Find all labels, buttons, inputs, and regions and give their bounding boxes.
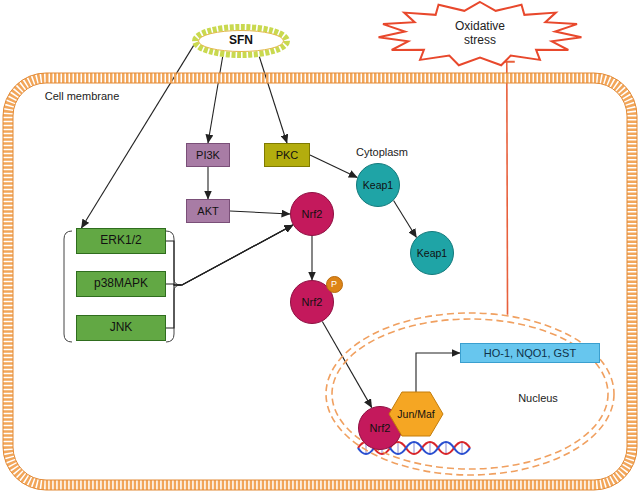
activation-arrow (207, 167, 208, 199)
node-label: PI3K (196, 149, 220, 162)
bracket-left (64, 231, 72, 342)
node-label: Keap1 (363, 179, 393, 191)
nucleus-outline: HO-1, NQO1, GST Nrf2 Jun/Maf Nucleus (325, 312, 615, 476)
kinase-box: PI3K (186, 143, 230, 167)
label-slot: Cell membrane (45, 90, 120, 103)
kinase-box: PKC (264, 143, 310, 167)
dna-rung (446, 443, 447, 453)
stress-starburst: Oxidative stress (377, 1, 583, 67)
mapk-box: ERK1/2 (76, 228, 166, 254)
activation-arrow (259, 57, 287, 143)
starburst-outline (379, 2, 582, 65)
kinase-box: AKT (186, 199, 230, 223)
node-label: SFN (229, 34, 253, 48)
circle-outline (411, 232, 454, 275)
label-slot: Cytoplasm (356, 146, 408, 159)
bead-ring (195, 27, 287, 55)
activation-arrow (166, 225, 293, 285)
circle-outline (326, 276, 342, 292)
nuclear-envelope-outer (326, 313, 614, 475)
activation-arrow (230, 211, 290, 214)
activation-arrow (310, 155, 357, 177)
label-slot: Nucleus (518, 392, 558, 405)
dna-rung (430, 443, 431, 453)
node-label: PKC (276, 149, 299, 162)
node-label: Keap1 (417, 247, 447, 259)
node-outline (325, 312, 615, 476)
node-label: Oxidative stress (447, 20, 513, 48)
node-label: AKT (197, 205, 218, 218)
node-label: JNK (110, 321, 133, 335)
activation-arrow (166, 225, 293, 285)
protein-circle: Keap1 (356, 163, 400, 207)
dna-rung (398, 443, 399, 453)
inner-ring (199, 31, 284, 52)
node-label: Nrf2 (370, 422, 391, 435)
node-label: p38MAPK (94, 277, 148, 291)
activation-arrow (166, 225, 293, 328)
node-label: HO-1, NQO1, GST (484, 347, 576, 360)
circle-outline (357, 164, 400, 207)
hexagon-outline (389, 392, 443, 436)
region-label: Cell membrane (45, 90, 120, 103)
compound-ellipse: SFN (192, 24, 290, 58)
dna-rung (462, 443, 463, 453)
phosphate-dot: P (326, 276, 343, 293)
protein-circle: Nrf2 (290, 192, 334, 236)
membrane-beads (8, 78, 632, 485)
node-label: P (331, 279, 337, 289)
mapk-box: JNK (76, 315, 166, 341)
region-label: Nucleus (518, 392, 558, 405)
nuclear-envelope-inner (332, 319, 608, 469)
activation-arrow (208, 57, 223, 143)
gene-box: HO-1, NQO1, GST (460, 343, 600, 363)
node-label: ERK1/2 (100, 234, 141, 248)
activation-arrow (394, 201, 417, 238)
cell-outline: PI3KPKCAKTKeap1Nrf2ERK1/2Keap1p38MAPKNrf… (2, 72, 638, 491)
activation-arrow (322, 321, 371, 407)
membrane-inner-line (13, 83, 627, 480)
membrane-outer-line (3, 73, 637, 490)
region-label: Cytoplasm (356, 146, 408, 159)
protein-circle: Keap1 (410, 231, 454, 275)
circle-outline (291, 193, 334, 236)
mapk-box: p38MAPK (76, 271, 166, 297)
node-label: Nrf2 (302, 296, 323, 309)
cofactor-hexagon: Jun/Maf (389, 392, 443, 436)
inhibition-line (506, 62, 508, 315)
activation-arrow (311, 236, 312, 280)
dna-rung (414, 443, 415, 453)
node-label: Jun/Maf (397, 408, 434, 420)
node-label: Nrf2 (302, 208, 323, 221)
activation-arrow (416, 353, 460, 392)
